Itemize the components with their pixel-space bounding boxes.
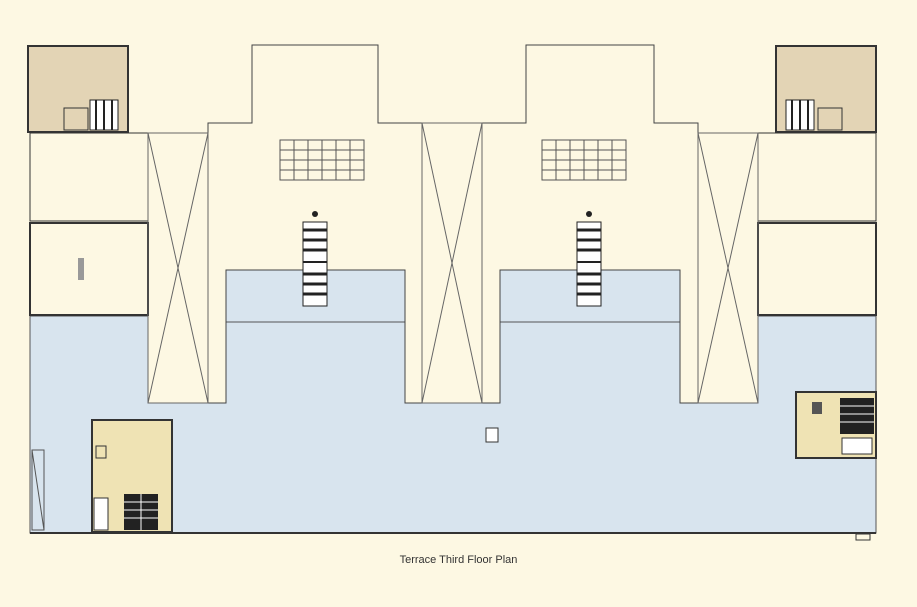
left-wing-rooms — [29, 132, 149, 316]
corner-marker — [855, 533, 871, 541]
edge-railing-left — [31, 449, 45, 531]
stair-flight-left — [302, 211, 328, 307]
grille-left — [279, 139, 365, 181]
corner-room-right — [775, 45, 877, 133]
right-wing-rooms — [757, 132, 877, 316]
plan-caption: Terrace Third Floor Plan — [399, 554, 518, 566]
void-shafts — [147, 122, 759, 404]
stair-room-left — [91, 419, 173, 533]
grille-right — [541, 139, 627, 181]
corner-room-left — [27, 45, 129, 133]
central-fixture — [485, 427, 499, 443]
stair-flight-right — [576, 211, 602, 307]
stair-room-right — [795, 391, 877, 459]
